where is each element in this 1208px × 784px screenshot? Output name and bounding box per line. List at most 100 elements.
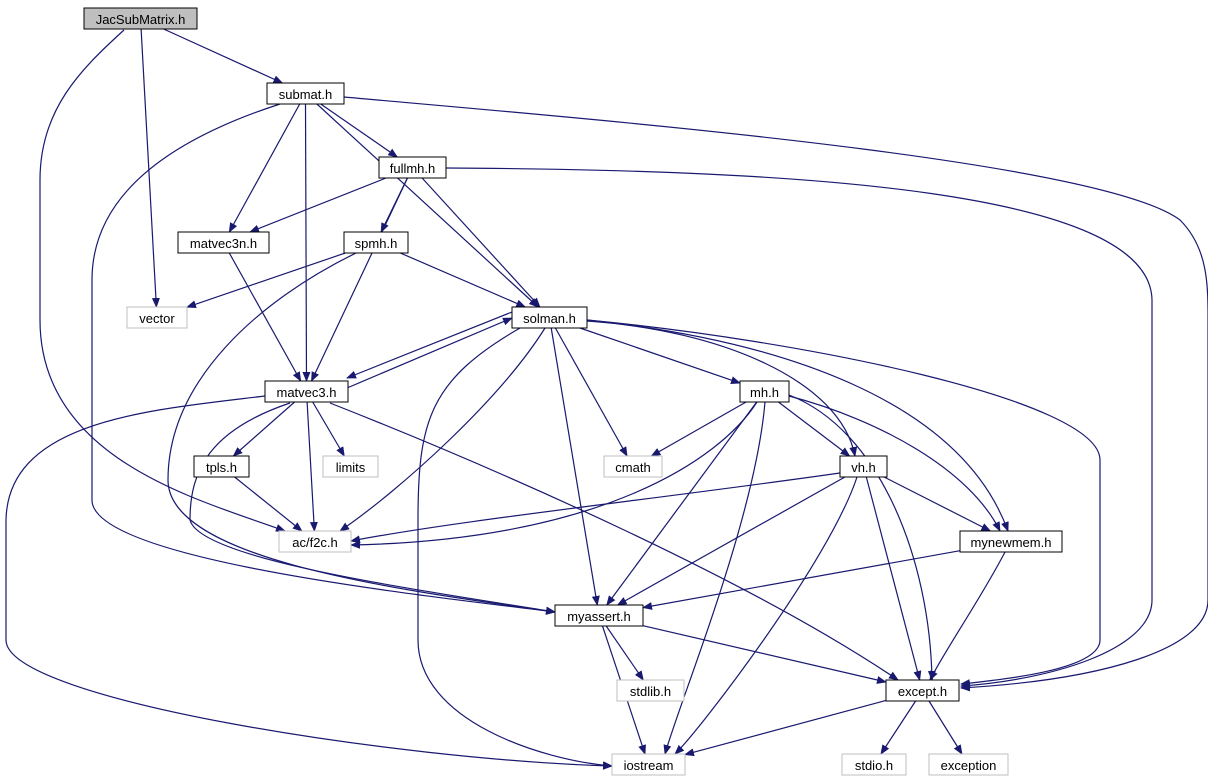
- node-label-stdio: stdio.h: [855, 758, 893, 773]
- edge-matvec3-to-iostream: [5, 395, 613, 770]
- node-label-iostream: iostream: [624, 758, 674, 773]
- edge-spmh-to-myassert: [167, 252, 556, 615]
- node-box-acf2c: [278, 530, 352, 553]
- node-box-stdlib: [616, 679, 685, 702]
- node-matvec3[interactable]: matvec3.h: [264, 380, 349, 403]
- node-box-vector: [126, 306, 188, 329]
- edge-vh-to-myassert: [616, 476, 846, 606]
- node-box-cmath: [603, 455, 663, 478]
- edge-vh-to-iostream: [674, 476, 858, 755]
- node-label-mynewmem: mynewmem.h: [971, 535, 1052, 550]
- node-label-matvec3n: matvec3n.h: [190, 236, 257, 251]
- edge-submat-to-solman: [316, 103, 539, 308]
- node-jacsubmatrix[interactable]: JacSubMatrix.h: [83, 7, 198, 30]
- edge-vh-to-except: [865, 476, 922, 681]
- node-box-spmh: [343, 231, 409, 254]
- edge-mh-to-iostream: [663, 401, 766, 755]
- node-box-limits: [322, 455, 379, 478]
- edge-spmh-to-solman: [400, 252, 527, 308]
- node-label-vh: vh.h: [851, 460, 876, 475]
- edges-layer: [5, 28, 1208, 770]
- edge-matvec3-to-myassert: [189, 402, 556, 615]
- node-box-submat: [266, 82, 345, 105]
- edge-matvec3-to-limits: [312, 401, 345, 457]
- edge-mh-to-acf2c: [350, 401, 758, 549]
- edge-myassert-to-stdlib: [605, 625, 644, 681]
- edge-fullmh-to-matvec3: [310, 177, 409, 382]
- node-box-iostream: [611, 753, 686, 776]
- edge-jacsubmatrix-to-acf2c: [39, 29, 286, 532]
- edge-jacsubmatrix-to-vector: [140, 28, 160, 308]
- node-tpls[interactable]: tpls.h: [193, 455, 250, 478]
- node-label-fullmh: fullmh.h: [390, 161, 436, 176]
- edge-submat-to-fullmh: [320, 103, 399, 158]
- node-iostream: iostream: [611, 753, 686, 776]
- node-box-myassert: [554, 604, 644, 627]
- node-solman[interactable]: solman.h: [511, 306, 588, 329]
- node-limits: limits: [322, 455, 379, 478]
- node-label-vector: vector: [139, 311, 175, 326]
- node-spmh[interactable]: spmh.h: [343, 231, 409, 254]
- node-submat[interactable]: submat.h: [266, 82, 345, 105]
- edge-solman-to-except: [586, 319, 1101, 688]
- node-label-jacsubmatrix: JacSubMatrix.h: [96, 12, 186, 27]
- node-box-vh: [839, 455, 888, 478]
- node-vh[interactable]: vh.h: [839, 455, 888, 478]
- edge-mh-to-except: [788, 394, 936, 681]
- node-myassert[interactable]: myassert.h: [554, 604, 644, 627]
- node-label-except: except.h: [898, 684, 947, 699]
- nodes-layer: JacSubMatrix.h submat.h fullmh.h matvec3n.h…: [83, 7, 1063, 776]
- node-label-submat: submat.h: [279, 87, 332, 102]
- node-label-spmh: spmh.h: [355, 236, 398, 251]
- edge-mh-to-cmath: [650, 401, 747, 457]
- node-label-mh: mh.h: [750, 385, 779, 400]
- edge-fullmh-to-solman: [421, 177, 541, 308]
- node-label-exception: exception: [941, 758, 997, 773]
- edge-vh-to-acf2c: [350, 472, 841, 544]
- edge-myassert-to-except: [642, 625, 887, 684]
- edge-matvec3-to-except: [329, 402, 899, 681]
- edge-except-to-iostream: [684, 699, 887, 757]
- node-label-cmath: cmath: [615, 460, 650, 475]
- node-label-myassert: myassert.h: [567, 609, 631, 624]
- node-mh[interactable]: mh.h: [739, 380, 790, 403]
- node-cmath: cmath: [603, 455, 663, 478]
- edge-solman-to-mh: [579, 327, 741, 384]
- node-box-tpls: [193, 455, 250, 478]
- node-box-solman: [511, 306, 588, 329]
- edge-mh-to-mynewmem: [788, 395, 1001, 532]
- node-fullmh[interactable]: fullmh.h: [378, 156, 447, 179]
- edge-mh-to-vh: [778, 401, 851, 457]
- node-stdio: stdio.h: [841, 753, 907, 776]
- edge-matvec3-to-solman: [346, 317, 513, 389]
- node-label-matvec3: matvec3.h: [277, 385, 337, 400]
- node-exception: exception: [928, 753, 1009, 776]
- edge-spmh-to-vector: [186, 252, 346, 309]
- node-label-solman: solman.h: [523, 311, 576, 326]
- edge-jacsubmatrix-to-submat: [163, 28, 284, 84]
- edge-mynewmem-to-myassert: [642, 550, 961, 610]
- edge-matvec3-to-acf2c: [306, 401, 318, 532]
- node-box-stdio: [841, 753, 907, 776]
- node-matvec3n[interactable]: matvec3n.h: [177, 231, 270, 254]
- edge-matvec3n-to-matvec3: [228, 252, 302, 382]
- edge-mh-to-myassert: [606, 401, 758, 606]
- node-mynewmem[interactable]: mynewmem.h: [959, 530, 1063, 553]
- node-box-fullmh: [378, 156, 447, 179]
- edge-solman-to-myassert: [550, 327, 600, 606]
- edge-matvec3-to-tpls: [232, 401, 295, 457]
- edge-except-to-exception: [928, 700, 963, 755]
- node-label-limits: limits: [336, 460, 366, 475]
- edge-vh-to-mynewmem: [883, 476, 992, 532]
- node-label-tpls: tpls.h: [206, 460, 237, 475]
- node-label-acf2c: ac/f2c.h: [292, 535, 338, 550]
- edge-solman-to-cmath: [554, 327, 628, 457]
- edge-solman-to-acf2c: [339, 327, 546, 532]
- node-except[interactable]: except.h: [885, 679, 960, 702]
- edge-submat-to-matvec3: [302, 103, 311, 382]
- edge-solman-to-mynewmem: [586, 319, 1009, 532]
- node-stdlib: stdlib.h: [616, 679, 685, 702]
- edge-submat-to-myassert: [91, 103, 556, 615]
- node-label-stdlib: stdlib.h: [630, 684, 671, 699]
